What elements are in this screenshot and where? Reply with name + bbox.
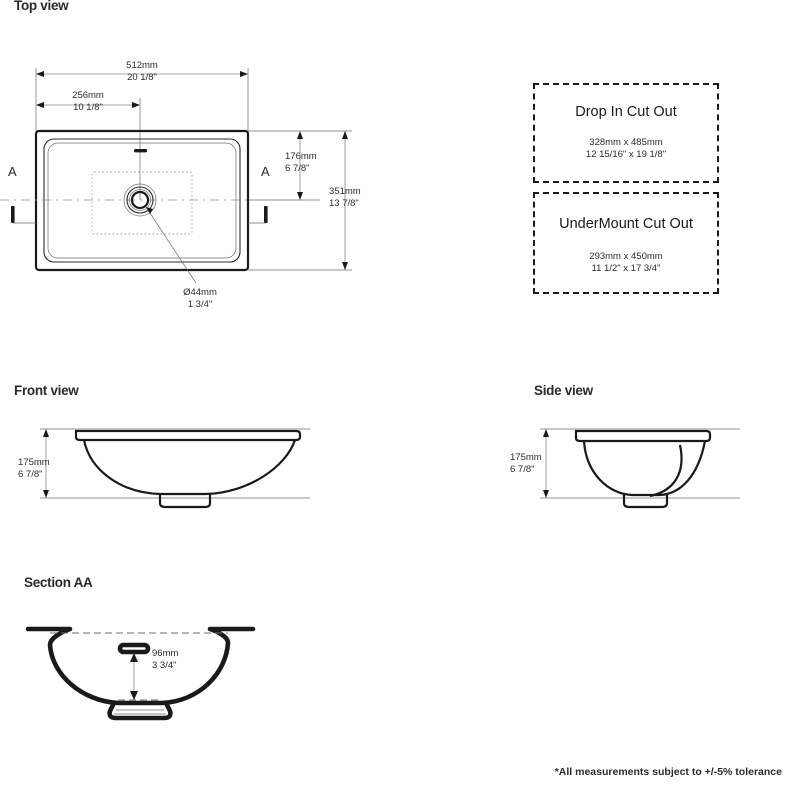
dim-label-section-depth: 96mm 3 3/4" <box>152 648 179 671</box>
dim-front-height <box>43 429 49 498</box>
dim-label-front-height: 175mm 6 7/8" <box>18 457 50 480</box>
dim-drain-offset-y <box>297 131 303 200</box>
front-bowl-profile <box>82 439 297 496</box>
dim-side-height <box>543 429 549 498</box>
dim-section-depth <box>130 653 138 700</box>
dropin-cutout-dimensions: 328mm x 485mm 12 15/16" x 19 1/8" <box>585 137 667 160</box>
dim-label-drain-diameter: Ø44mm 1 3/4" <box>183 287 217 310</box>
drain-detail <box>123 183 157 217</box>
side-bowl-profile <box>582 440 707 497</box>
section-overflow-slot <box>117 642 151 655</box>
dim-overall-width <box>36 71 248 77</box>
side-foot <box>622 495 669 509</box>
front-rim <box>74 429 302 442</box>
tolerance-footnote: *All measurements subject to +/-5% toler… <box>554 766 782 778</box>
side-view-title: Side view <box>534 383 593 398</box>
dropin-cutout-box: Drop In Cut Out 328mm x 485mm 12 15/16" … <box>533 83 719 183</box>
dim-label-overall-depth: 351mm 13 7/8" <box>329 186 361 209</box>
front-view-title: Front view <box>14 383 79 398</box>
side-overflow-channel <box>649 444 683 498</box>
dim-label-side-height: 175mm 6 7/8" <box>510 452 542 475</box>
drain-leader-arrow <box>146 207 153 214</box>
undermount-cutout-dimensions: 293mm x 450mm 11 1/2" x 17 3/4" <box>589 251 663 274</box>
section-marker-left: A <box>8 164 17 179</box>
side-rim <box>574 429 712 443</box>
dim-overall-depth <box>342 131 348 270</box>
overflow-slot <box>134 149 147 153</box>
section-aa-drawing <box>25 626 256 721</box>
dim-drain-offset-x <box>36 102 140 108</box>
dim-label-overall-width: 512mm 20 1/8" <box>126 60 158 83</box>
dropin-cutout-title: Drop In Cut Out <box>575 104 677 120</box>
side-view-drawing <box>540 428 740 509</box>
top-view-title: Top view <box>14 0 69 13</box>
section-wall-profile <box>25 626 256 706</box>
section-marker-right: A <box>261 164 270 179</box>
undermount-cutout-title: UnderMount Cut Out <box>559 216 693 232</box>
section-foot <box>107 700 173 721</box>
drain-leader-line <box>145 206 197 284</box>
dim-label-drain-offset-x: 256mm 10 1/8" <box>72 90 104 113</box>
front-view-drawing <box>40 428 310 509</box>
section-aa-title: Section AA <box>24 575 93 590</box>
dim-label-drain-offset-y: 176mm 6 7/8" <box>285 151 317 174</box>
top-view-drawing <box>0 68 352 284</box>
front-foot <box>158 494 212 509</box>
section-cut-marks <box>11 206 268 224</box>
undermount-cutout-box: UnderMount Cut Out 293mm x 450mm 11 1/2"… <box>533 192 719 294</box>
